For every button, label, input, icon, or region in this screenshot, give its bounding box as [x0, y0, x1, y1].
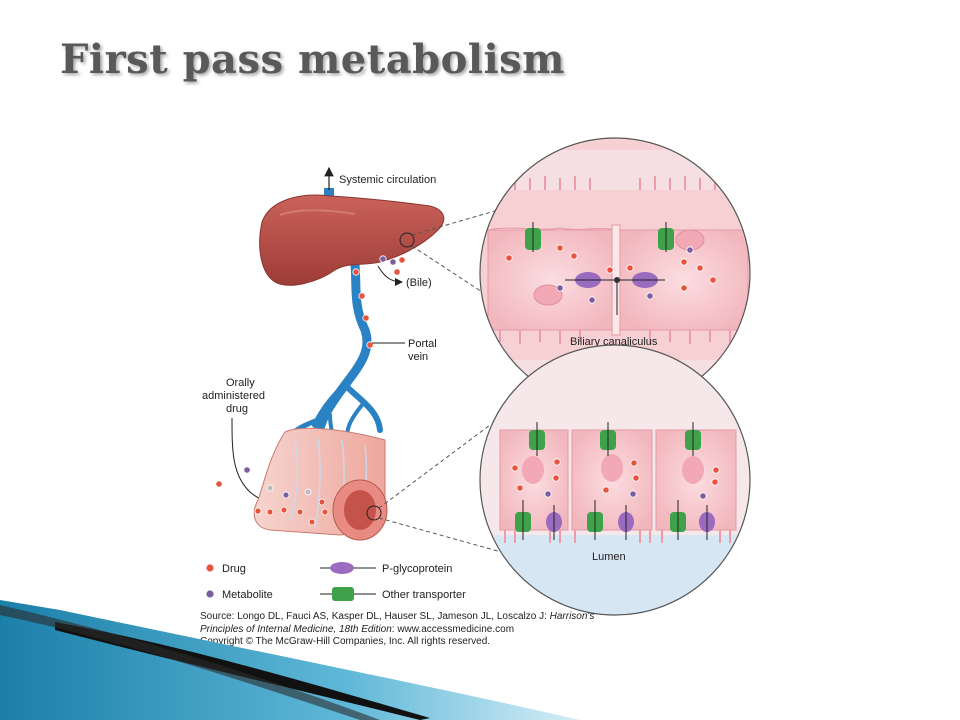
legend-other-transporter-icon — [332, 587, 354, 601]
legend-pgp-label: P-glycoprotein — [382, 563, 452, 575]
legend-metabolite-label: Metabolite — [222, 589, 273, 601]
legend-drug-label: Drug — [222, 563, 246, 575]
hepatocyte-molecules — [505, 244, 717, 304]
bile-dots — [379, 255, 406, 276]
portal-vein-label-1: Portal — [408, 338, 437, 350]
lumen-label: Lumen — [592, 551, 626, 563]
enterocyte-transporters — [515, 422, 715, 540]
source-citation: Source: Longo DL, Fauci AS, Kasper DL, H… — [200, 611, 760, 649]
legend-pgp-icon — [330, 562, 354, 574]
systemic-circulation-label: Systemic circulation — [339, 174, 436, 186]
legend-metabolite-icon — [205, 589, 215, 599]
copyright-line: Copyright © The McGraw-Hill Companies, I… — [200, 636, 491, 647]
source-url: : www.accessmedicine.com — [391, 623, 515, 635]
enterocyte-molecules — [511, 458, 720, 500]
source-book-title-1: Harrison's — [549, 611, 595, 622]
oral-drug-label-2: administered — [202, 390, 265, 402]
biliary-canaliculus-label: Biliary canaliculus — [570, 336, 658, 348]
legend: Drug P-glycoprotein Metabolite Other tra… — [205, 562, 466, 601]
oral-drug-label-1: Orally — [226, 377, 255, 389]
bile-label: (Bile) — [406, 277, 432, 289]
source-line-2: Principles of Internal Medicine, 18th Ed… — [200, 624, 760, 637]
portal-vein-label-2: vein — [408, 351, 428, 363]
hepatocyte-zoom-icon — [479, 137, 751, 409]
legend-other-label: Other transporter — [382, 589, 466, 601]
source-line-1: Source: Longo DL, Fauci AS, Kasper DL, H… — [200, 611, 760, 624]
free-drug-dot — [215, 480, 223, 488]
source-book-title-2: Principles of Internal Medicine, 18th Ed… — [200, 623, 392, 635]
legend-drug-icon — [205, 563, 215, 573]
liver-icon — [259, 194, 445, 286]
free-metabolite-dot — [243, 466, 251, 474]
slide-title: First pass metabolism — [60, 36, 565, 83]
intestine-icon — [253, 427, 388, 541]
oral-drug-label-3: drug — [226, 403, 248, 415]
hepatocyte-transporters — [525, 222, 674, 315]
source-authors: Source: Longo DL, Fauci AS, Kasper DL, H… — [200, 611, 550, 622]
